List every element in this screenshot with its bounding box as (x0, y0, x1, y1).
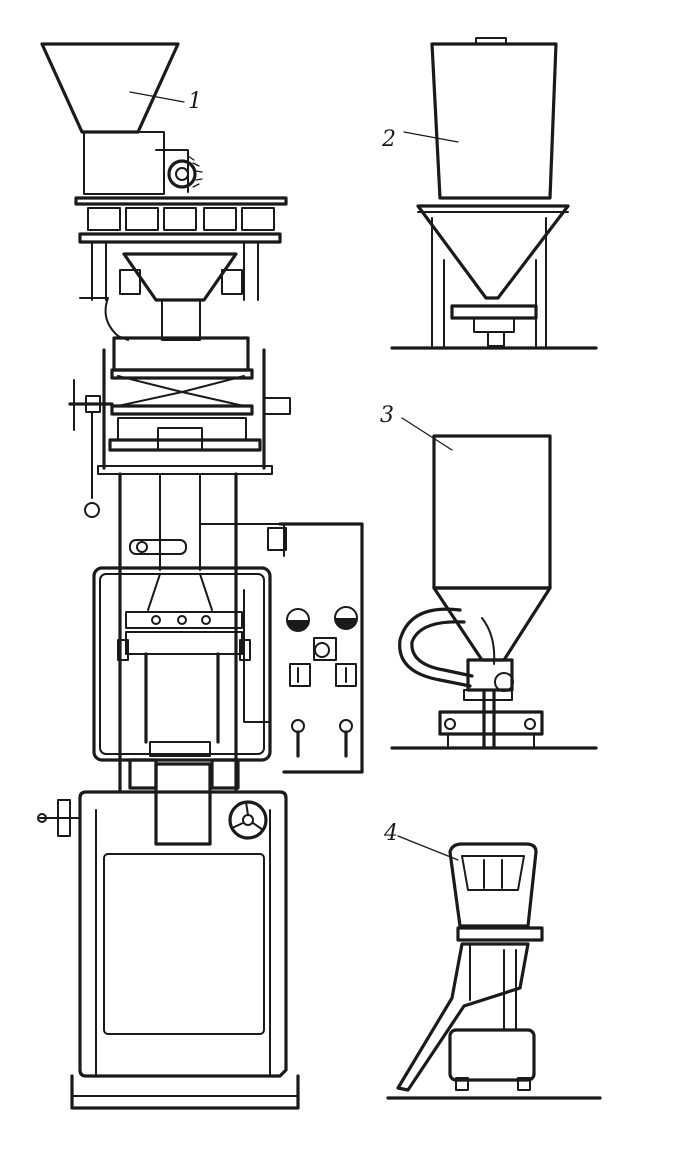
control-panel (243, 522, 364, 774)
callout-3: 3 (380, 403, 394, 428)
main-machine (37, 42, 364, 1110)
die-frame (92, 566, 272, 762)
callout-1: 1 (188, 89, 202, 114)
top-plates (74, 196, 288, 301)
callout-4: 4 (383, 821, 398, 846)
hopper-1 (40, 42, 203, 195)
callout-2: 2 (381, 127, 396, 152)
inner-funnel (79, 252, 243, 341)
upper-press-unit (68, 336, 291, 518)
machine-base (37, 758, 300, 1110)
unit-2 (390, 37, 598, 350)
unit-4 (386, 835, 602, 1100)
unit-3 (390, 417, 598, 750)
